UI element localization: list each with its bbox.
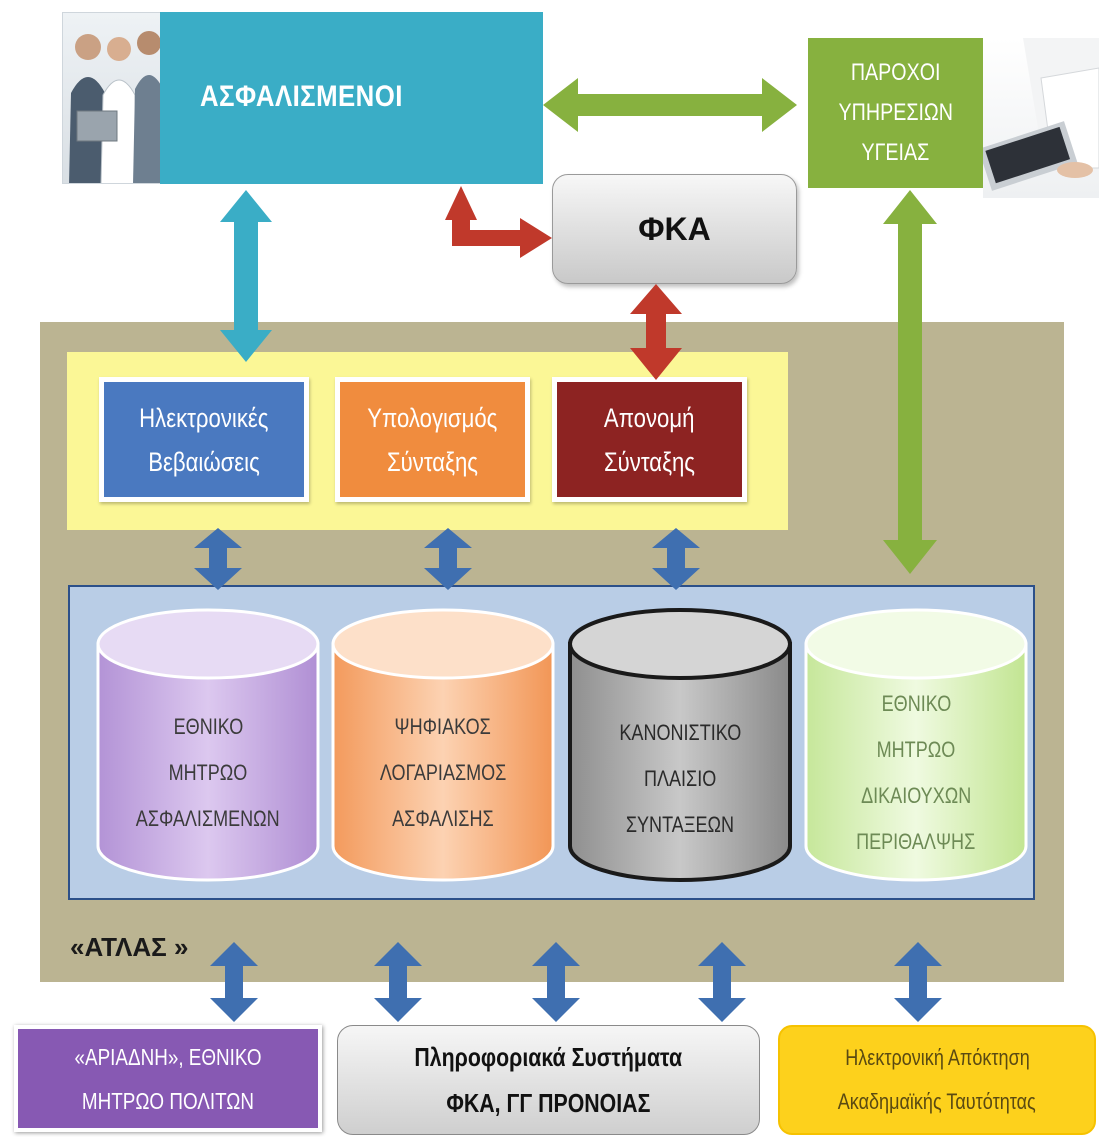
service-line: Σύνταξης [604, 446, 695, 477]
fka-box: ΦΚΑ [552, 174, 797, 284]
double-arrow-icon [424, 528, 472, 590]
providers-line: ΥΠΗΡΕΣΙΩΝ [838, 99, 953, 126]
health-providers-box: ΠΑΡΟΧΟΙ ΥΠΗΡΕΣΙΩΝ ΥΓΕΙΑΣ [808, 38, 983, 188]
double-arrow-icon [543, 78, 797, 132]
service-line: Υπολογισμός [367, 402, 498, 433]
providers-line: ΥΓΕΙΑΣ [861, 139, 930, 166]
registry-line: ΜΗΤΡΩΟ [876, 737, 956, 762]
double-arrow-icon [374, 942, 422, 1022]
double-arrow-icon [532, 942, 580, 1022]
service-pension-calculation: Υπολογισμός Σύνταξης [335, 377, 530, 502]
registry-label-insured: ΕΘΝΙΚΟ ΜΗΤΡΩΟ ΑΣΦΑΛΙΣΜΕΝΩΝ [98, 698, 318, 848]
registry-line: ΜΗΤΡΩΟ [168, 760, 248, 785]
registry-label-digital-account: ΨΗΦΙΑΚΟΣ ΛΟΓΑΡΙΑΣΜΟΣ ΑΣΦΑΛΙΣΗΣ [333, 698, 553, 848]
db-cylinder-pension-framework [568, 608, 792, 882]
double-arrow-icon [220, 190, 272, 362]
registry-label-pension-framework: ΚΑΝΟΝΙΣΤΙΚΟ ΠΛΑΙΣΙΟ ΣΥΝΤΑΞΕΩΝ [570, 704, 790, 854]
registry-line: ΨΗΦΙΑΚΟΣ [394, 714, 492, 739]
doctor-photo [983, 38, 1099, 198]
double-arrow-icon [194, 528, 242, 590]
service-line: Ηλεκτρονικές [139, 402, 269, 433]
registry-line: ΕΘΝΙΚΟ [881, 691, 951, 716]
academic-line: Ακαδημαϊκής Ταυτότητας [837, 1089, 1036, 1114]
service-line: Βεβαιώσεις [148, 446, 260, 477]
double-arrow-icon [894, 942, 942, 1022]
doctor-laptop-icon [983, 38, 1099, 191]
pis-line: ΦΚΑ, ΓΓ ΠΡΟΝΟΙΑΣ [446, 1088, 651, 1118]
db-cylinder-insured-registry [96, 608, 320, 882]
academic-line: Ηλεκτρονική Απόκτηση [844, 1045, 1030, 1070]
insured-people-photo [62, 12, 162, 184]
service-pension-award: Απονομή Σύνταξης [552, 377, 747, 502]
registry-line: ΔΙΚΑΙΟΥΧΩΝ [860, 783, 972, 808]
ariadne-line: ΜΗΤΡΩΟ ΠΟΛΙΤΩΝ [81, 1087, 255, 1114]
registry-line: ΣΥΝΤΑΞΕΩΝ [625, 812, 735, 837]
insured-label: ΑΣΦΑΛΙΣΜΕΝΟΙ [200, 80, 403, 113]
double-arrow-icon [630, 284, 682, 380]
registry-line: ΛΟΓΑΡΙΑΣΜΟΣ [379, 760, 507, 785]
atlas-label: «ΑΤΛΑΣ » [70, 932, 189, 962]
registry-line: ΑΣΦΑΛΙΣΗΣ [392, 806, 494, 831]
ariadne-citizen-registry-box: «ΑΡΙΑΔΝΗ», ΕΘΝΙΚΟ ΜΗΤΡΩΟ ΠΟΛΙΤΩΝ [14, 1025, 322, 1132]
ariadne-line: «ΑΡΙΑΔΝΗ», ΕΘΝΙΚΟ [74, 1043, 262, 1070]
db-cylinder-care-beneficiaries [804, 608, 1028, 882]
registry-line: ΕΘΝΙΚΟ [173, 714, 243, 739]
registry-line: ΑΣΦΑΛΙΣΜΕΝΩΝ [136, 806, 280, 831]
registry-line: ΠΛΑΙΣΙΟ [643, 766, 717, 791]
db-cylinder-digital-account [331, 608, 555, 882]
service-electronic-certificates: Ηλεκτρονικές Βεβαιώσεις [99, 377, 309, 502]
fka-label: ΦΚΑ [638, 210, 711, 247]
academic-id-box: Ηλεκτρονική Απόκτηση Ακαδημαϊκής Ταυτότη… [778, 1025, 1096, 1135]
service-line: Απονομή [604, 402, 695, 433]
double-arrow-icon [210, 942, 258, 1022]
double-arrow-icon [652, 528, 700, 590]
registry-label-care-beneficiaries: ΕΘΝΙΚΟ ΜΗΤΡΩΟ ΔΙΚΑΙΟΥΧΩΝ ΠΕΡΙΘΑΛΨΗΣ [806, 678, 1026, 868]
insured-box: ΑΣΦΑΛΙΣΜΕΝΟΙ [160, 12, 543, 184]
registry-line: ΠΕΡΙΘΑΛΨΗΣ [856, 829, 976, 854]
registry-line: ΚΑΝΟΝΙΣΤΙΚΟ [619, 720, 741, 745]
double-arrow-icon [698, 942, 746, 1022]
bent-arrow-icon [445, 186, 552, 258]
service-line: Σύνταξης [387, 446, 478, 477]
information-systems-box: Πληροφοριακά Συστήματα ΦΚΑ, ΓΓ ΠΡΟΝΟΙΑΣ [337, 1025, 760, 1135]
double-arrow-icon [883, 190, 937, 574]
people-icon [69, 31, 161, 183]
pis-line: Πληροφοριακά Συστήματα [414, 1042, 683, 1072]
providers-line: ΠΑΡΟΧΟΙ [850, 59, 941, 86]
